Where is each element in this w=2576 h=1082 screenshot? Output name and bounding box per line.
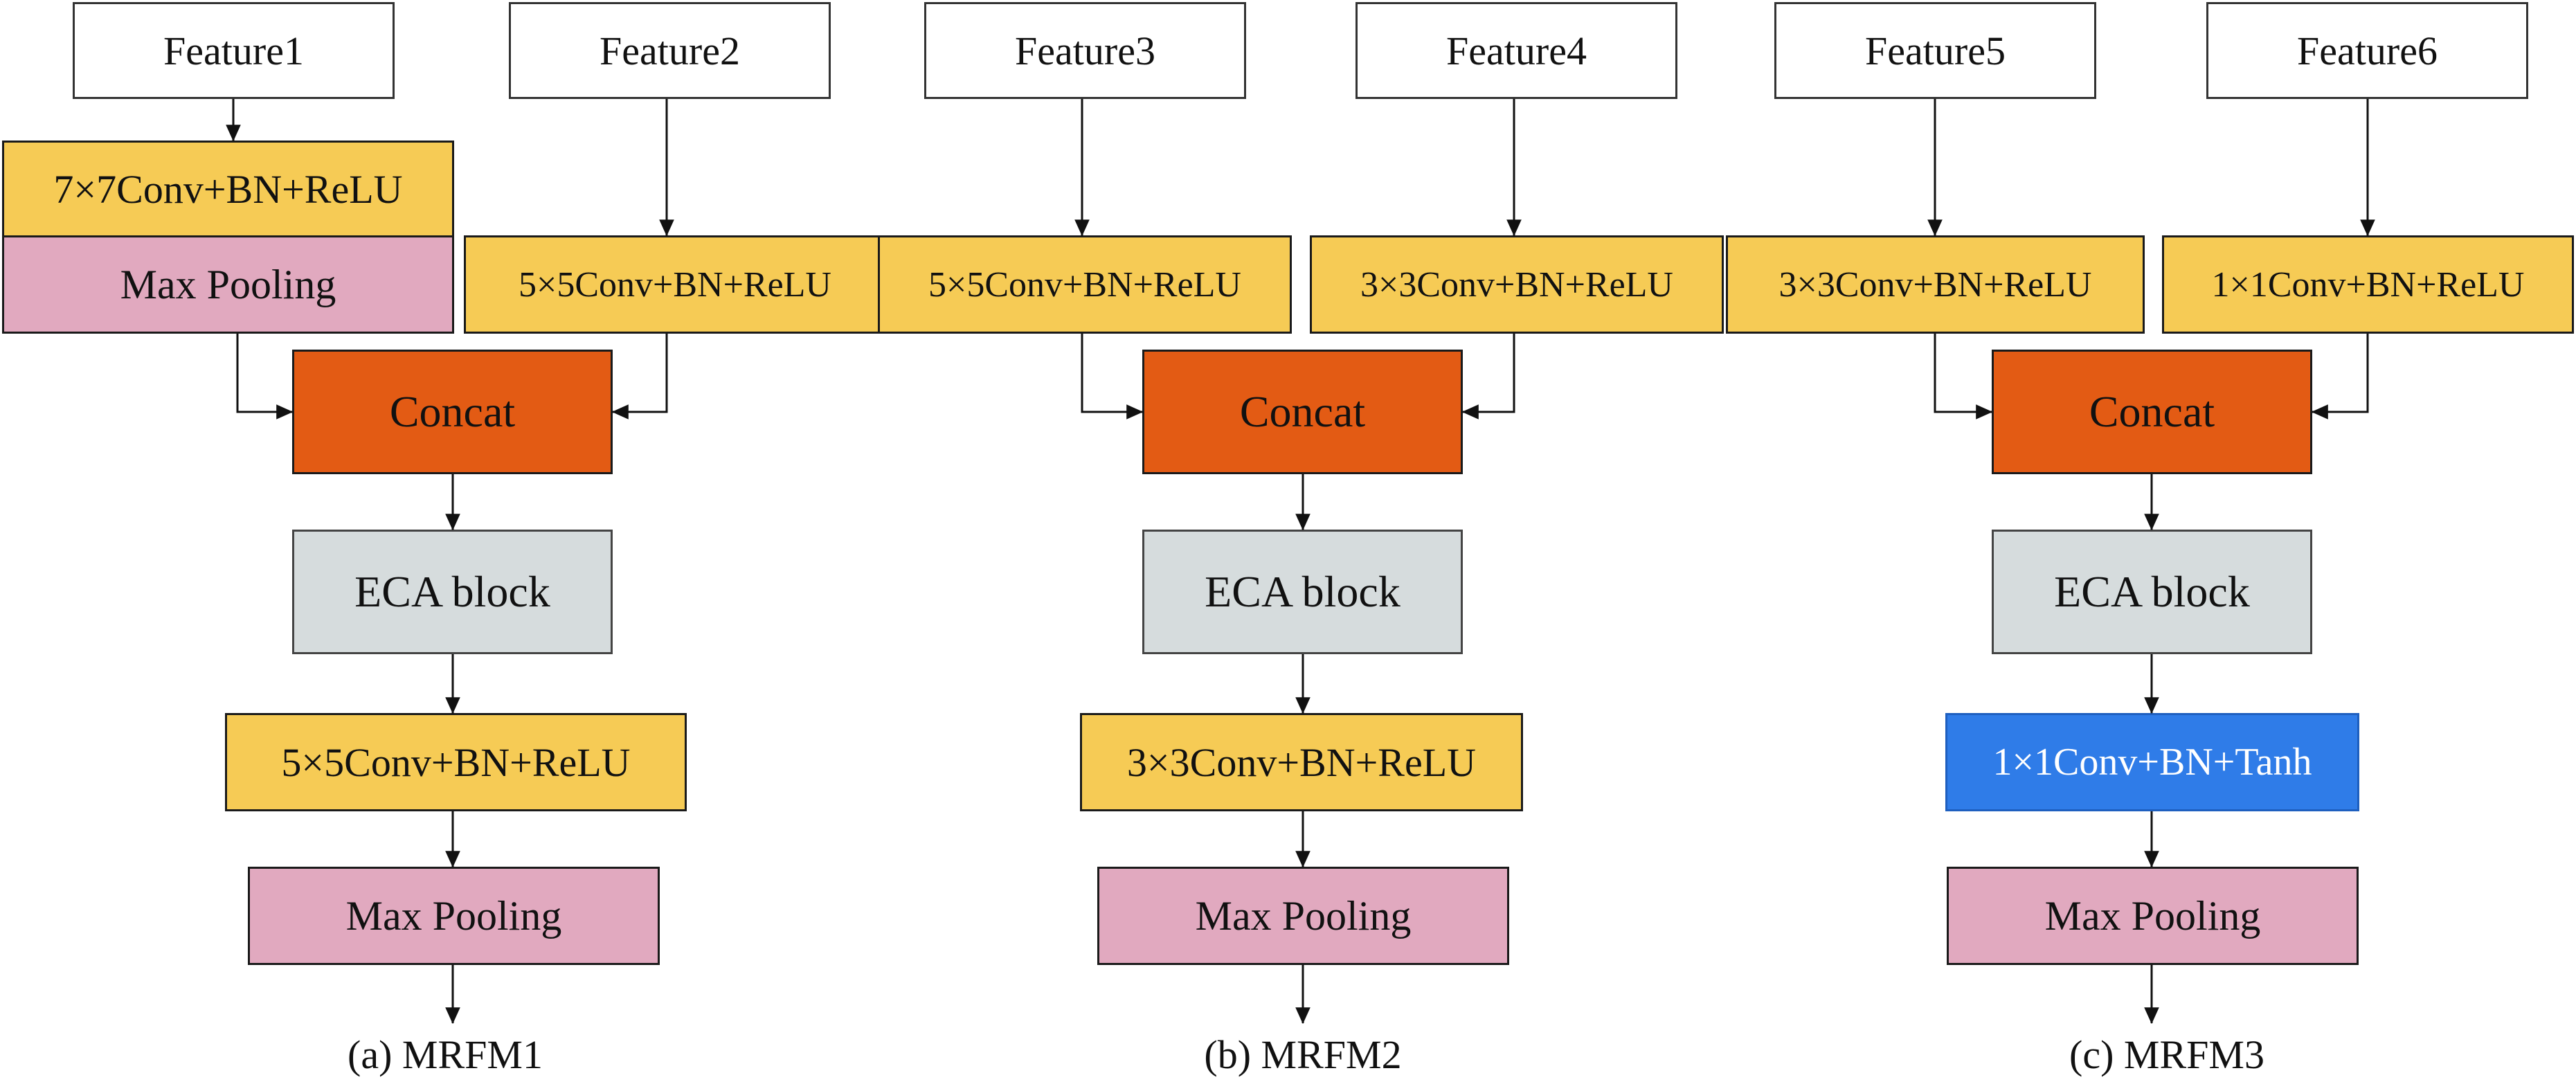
branch2-conv-box: 5×5Conv+BN+ReLU (464, 235, 886, 334)
branch1-conv-box: 7×7Conv+BN+ReLU (2, 141, 454, 237)
arrow-branch1-to-concat (1934, 334, 1993, 420)
feature3-box: Feature3 (924, 2, 1246, 99)
arrow-branch1-to-concat (1081, 334, 1144, 420)
feature2-box: Feature2 (509, 2, 831, 99)
arrow-branch2-to-concat (611, 334, 668, 420)
post-conv-box: 3×3Conv+BN+ReLU (1080, 713, 1523, 811)
maxpool-box: Max Pooling (1097, 867, 1509, 965)
branch1-conv-box: 3×3Conv+BN+ReLU (1726, 235, 2145, 334)
arrow-branch1-to-concat (236, 334, 294, 420)
feature5-box: Feature5 (1774, 2, 2096, 99)
branch1-maxpool-box: Max Pooling (2, 235, 454, 334)
caption-a: (a) MRFM1 (348, 1032, 543, 1077)
concat-box: Concat (1992, 350, 2312, 474)
arrow-branch2-to-concat (1461, 334, 1515, 420)
concat-box: Concat (1142, 350, 1463, 474)
feature1-box: Feature1 (73, 2, 395, 99)
eca-block-box: ECA block (1992, 530, 2312, 654)
feature4-box: Feature4 (1355, 2, 1677, 99)
branch2-conv-box: 3×3Conv+BN+ReLU (1310, 235, 1724, 334)
post-conv-tanh-box: 1×1Conv+BN+Tanh (1945, 713, 2359, 811)
concat-box: Concat (292, 350, 613, 474)
feature6-box: Feature6 (2206, 2, 2528, 99)
branch1-conv-box: 5×5Conv+BN+ReLU (878, 235, 1292, 334)
eca-block-box: ECA block (1142, 530, 1463, 654)
post-conv-box: 5×5Conv+BN+ReLU (225, 713, 687, 811)
arrow-branch2-to-concat (2311, 334, 2369, 420)
caption-b: (b) MRFM2 (1204, 1032, 1402, 1077)
eca-block-box: ECA block (292, 530, 613, 654)
maxpool-box: Max Pooling (1947, 867, 2359, 965)
maxpool-box: Max Pooling (248, 867, 660, 965)
caption-c: (c) MRFM3 (2069, 1032, 2264, 1077)
branch2-conv-box: 1×1Conv+BN+ReLU (2162, 235, 2574, 334)
